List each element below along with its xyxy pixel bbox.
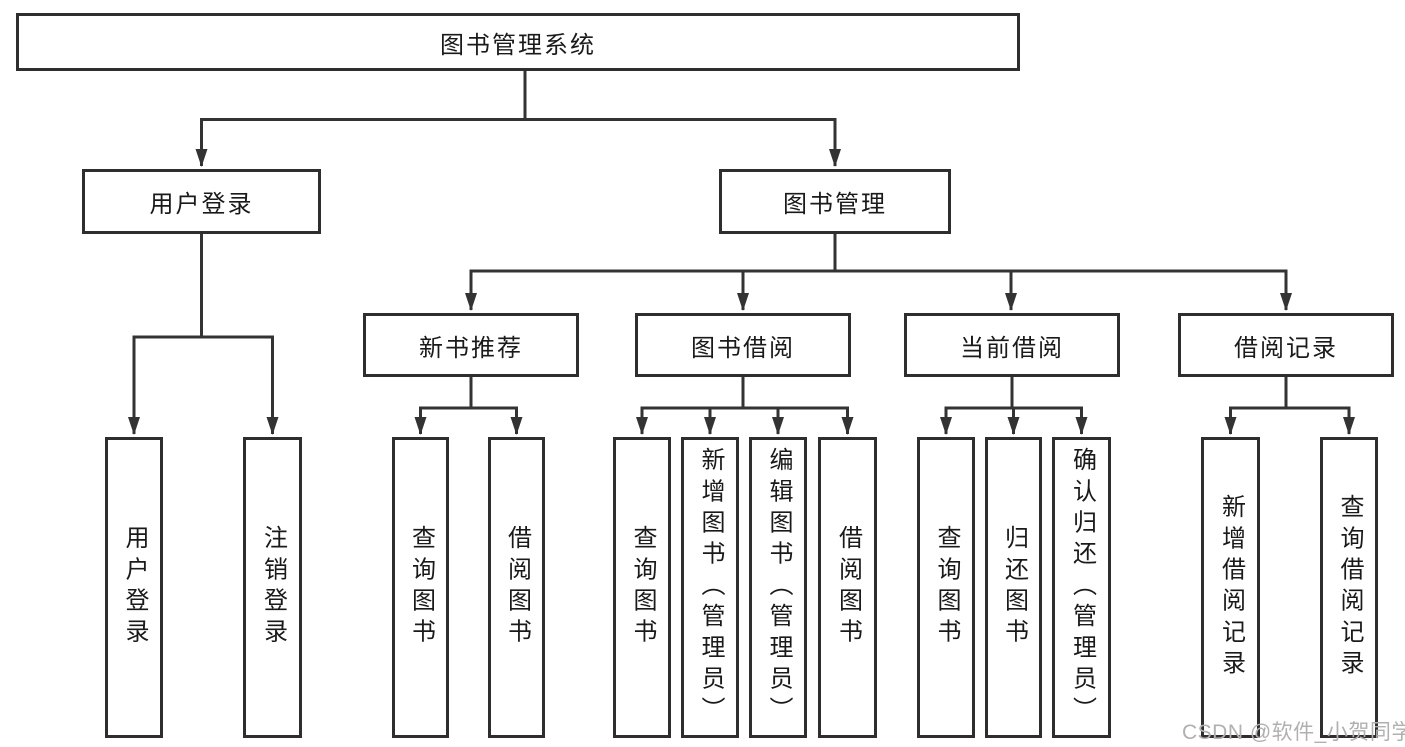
node-rec-borrow-book: 借阅图书	[488, 437, 545, 738]
node-bb-query-book-label: 查询图书	[629, 525, 656, 650]
node-cb-confirm-return-label: 确认归还（管理员）	[1068, 447, 1096, 728]
node-br-add-record: 新增借阅记录	[1201, 437, 1260, 738]
node-book-borrow: 图书借阅	[635, 313, 851, 377]
node-current-borrow-label: 当前借阅	[960, 334, 1064, 362]
node-br-add-record-label: 新增借阅记录	[1217, 493, 1245, 682]
node-borrow-records-label: 借阅记录	[1234, 334, 1338, 362]
node-bb-borrow-book-label: 借阅图书	[834, 525, 862, 650]
csdn-watermark: CSDN @软件_小贺同学	[1182, 721, 1405, 744]
node-bb-borrow-book: 借阅图书	[818, 437, 877, 738]
node-rec-borrow-book-label: 借阅图书	[503, 525, 531, 650]
node-user-login-label: 用户登录	[149, 191, 254, 218]
node-cb-return-book: 归还图书	[985, 437, 1042, 738]
node-cb-confirm-return: 确认归还（管理员）	[1052, 437, 1111, 738]
node-cb-return-book-label: 归还图书	[1000, 525, 1028, 650]
node-root: 图书管理系统	[16, 13, 1020, 71]
node-rec-query-book-label: 查询图书	[407, 525, 435, 650]
node-current-borrow: 当前借阅	[904, 313, 1120, 377]
node-rec-query-book: 查询图书	[392, 437, 449, 738]
node-bb-edit-book-label: 编辑图书（管理员）	[765, 447, 792, 728]
node-leaf-logout: 注销登录	[243, 437, 302, 738]
node-root-label: 图书管理系统	[440, 31, 596, 59]
node-br-query-record-label: 查询借阅记录	[1336, 493, 1363, 682]
node-book-borrow-label: 图书借阅	[691, 334, 795, 362]
node-bb-add-book-label: 新增图书（管理员）	[697, 447, 724, 728]
node-new-book-rec: 新书推荐	[363, 313, 579, 377]
node-book-mgmt-label: 图书管理	[783, 191, 887, 218]
node-new-book-rec-label: 新书推荐	[419, 334, 523, 362]
node-bb-edit-book: 编辑图书（管理员）	[749, 437, 807, 738]
node-borrow-records: 借阅记录	[1178, 313, 1394, 377]
node-user-login: 用户登录	[82, 169, 321, 234]
node-leaf-user-login-label: 用户登录	[121, 525, 148, 650]
node-leaf-user-login: 用户登录	[105, 437, 163, 738]
node-cb-query-book: 查询图书	[917, 437, 975, 738]
node-leaf-logout-label: 注销登录	[259, 525, 287, 650]
node-cb-query-book-label: 查询图书	[933, 525, 960, 650]
node-book-mgmt: 图书管理	[719, 169, 951, 234]
node-bb-add-book: 新增图书（管理员）	[681, 437, 739, 738]
node-bb-query-book: 查询图书	[613, 437, 671, 738]
node-br-query-record: 查询借阅记录	[1320, 437, 1378, 738]
